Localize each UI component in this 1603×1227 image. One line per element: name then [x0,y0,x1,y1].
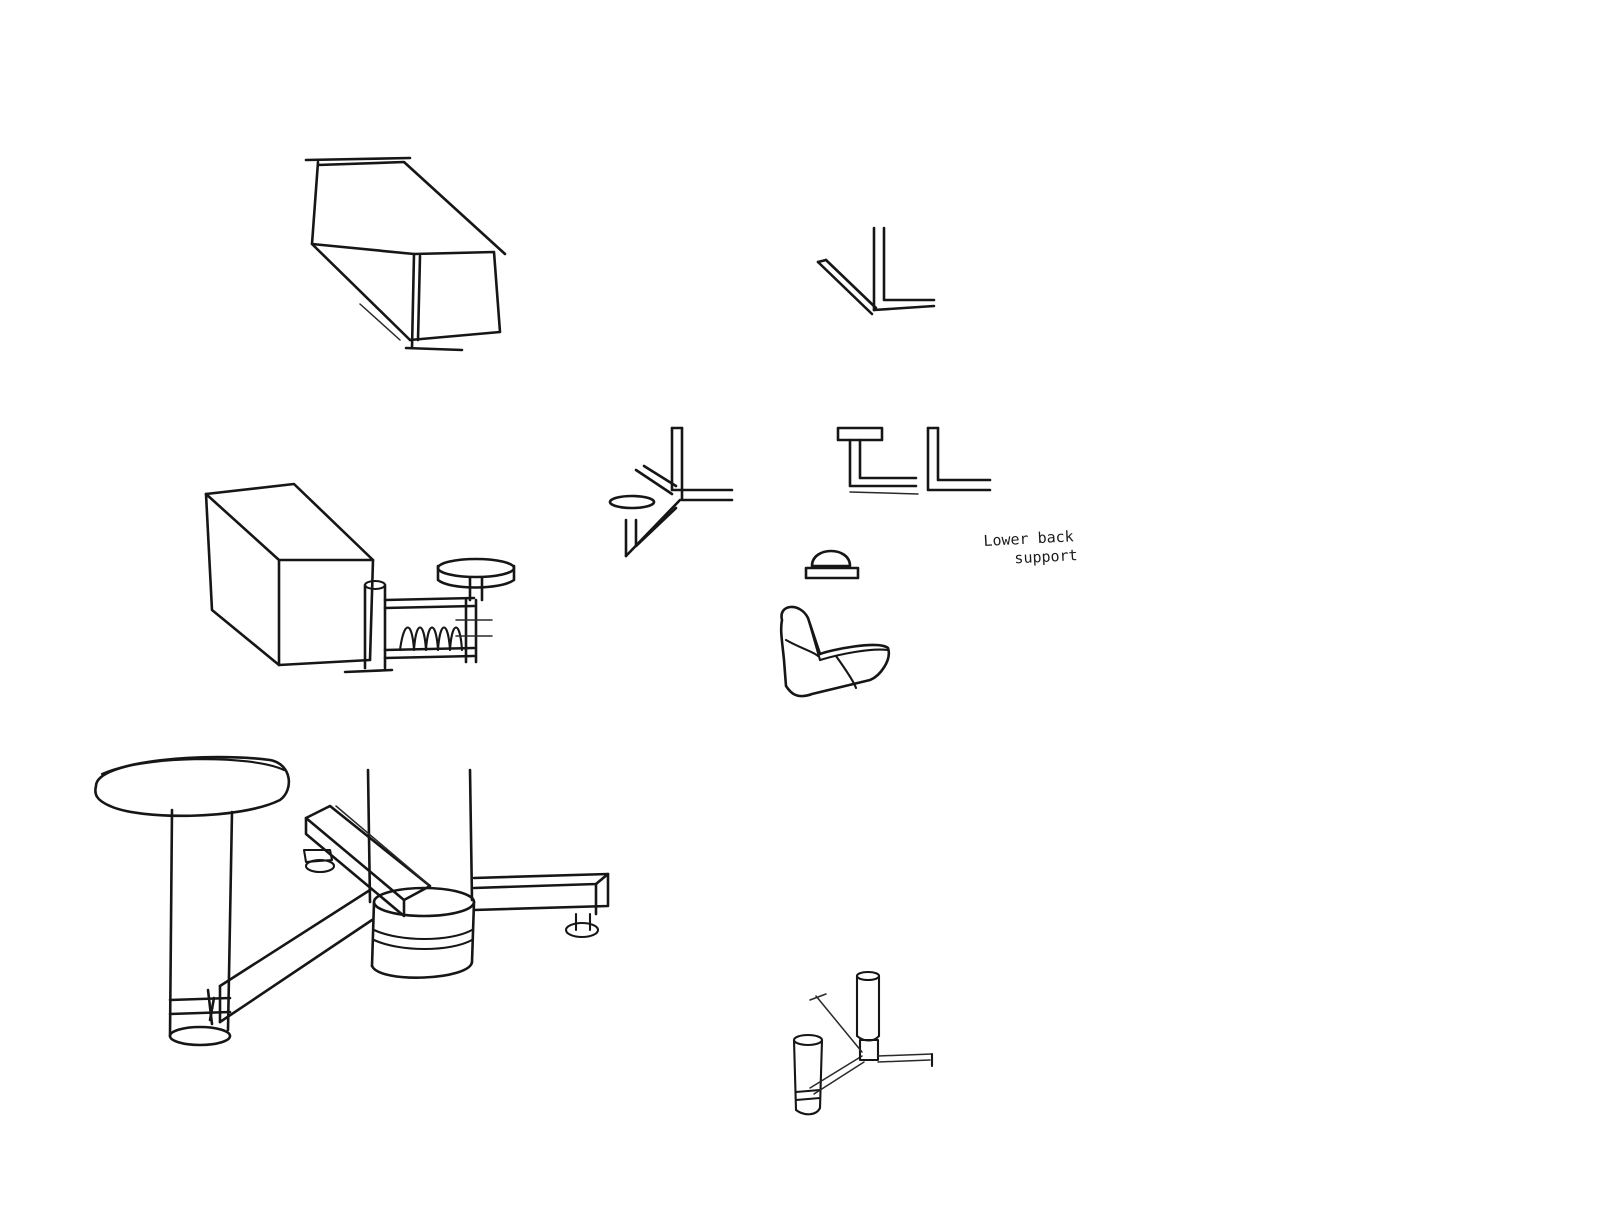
small-stool-base-sketch [792,970,934,1116]
block-with-spring-seat-sketch [204,482,516,674]
lower-back-support-label: Lower back support [983,525,1125,570]
v-bracket-with-seat-sketch [608,426,734,558]
three-arm-stool-base-sketch [94,755,610,1047]
cushion-and-cap-sketch [779,549,891,698]
t-and-l-profiles-sketch [836,426,992,495]
block-box-sketch [304,156,507,352]
v-bracket-sketch-top [816,226,936,316]
